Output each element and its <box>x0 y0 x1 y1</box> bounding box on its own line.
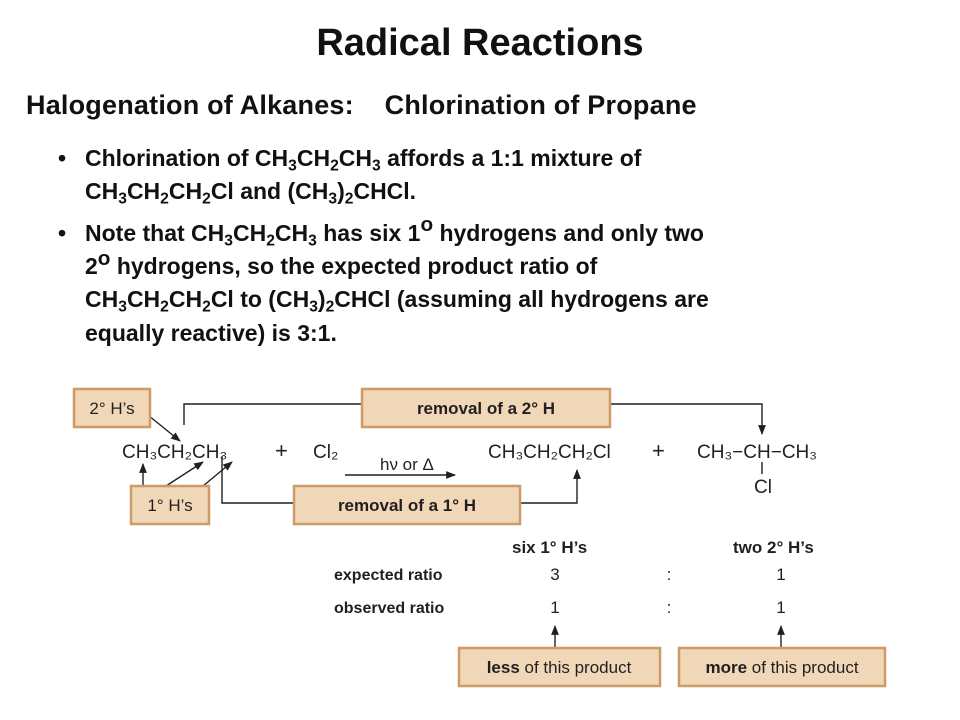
box-removal-1 <box>292 484 522 526</box>
connector-lines <box>137 403 785 648</box>
bullet-item-2: • Note that CH3CH2CH3 has six 1o hydroge… <box>58 213 878 350</box>
chlorine-formula: Cl₂ <box>313 442 338 463</box>
box-less-product-label: less of this product <box>487 658 632 677</box>
observed-primary-value: 1 <box>550 598 559 617</box>
bullet-item-1: • Chlorination of CH3CH2CH3 affords a 1:… <box>58 142 878 209</box>
box-removal-2-label: removal of a 2° H <box>417 399 555 418</box>
reactant-formula: CH₃CH₂CH₃ <box>122 442 227 463</box>
box-1-h <box>129 484 211 526</box>
bullet-marker: • <box>58 145 67 171</box>
box-removal-2 <box>360 387 612 429</box>
box-2-h <box>72 387 152 429</box>
expected-primary-value: 3 <box>550 565 559 584</box>
box-less-product <box>457 646 662 688</box>
observed-colon: : <box>667 598 672 617</box>
slide-subtitle: Halogenation of Alkanes: Chlorination of… <box>26 90 697 120</box>
bullet-1-line-2: CH3CH2CH2Cl and (CH3)2CHCl. <box>85 178 417 208</box>
reaction-conditions: hν or Δ <box>380 455 434 474</box>
product-2-chlorine: Cl <box>754 477 772 498</box>
bullet-2-line-3: CH3CH2CH2Cl to (CH3)2CHCl (assuming all … <box>85 286 709 316</box>
observed-secondary-value: 1 <box>776 598 785 617</box>
expected-secondary-value: 1 <box>776 565 785 584</box>
bullet-marker: • <box>58 219 67 246</box>
box-more-product-label: more of this product <box>705 658 858 677</box>
box-removal-1-label: removal of a 1° H <box>338 496 476 515</box>
plus-sign-2: + <box>652 438 665 463</box>
bullet-2-line-4: equally reactive) is 3:1. <box>85 319 337 346</box>
box-more-product <box>677 646 887 688</box>
expected-colon: : <box>667 565 672 584</box>
box-1-h-label: 1° H’s <box>147 496 192 515</box>
column-header-secondary: two 2° H’s <box>733 538 814 557</box>
plus-sign-1: + <box>275 438 288 463</box>
column-header-primary: six 1° H’s <box>512 538 587 557</box>
row-label-observed: observed ratio <box>334 600 444 617</box>
slide-title: Radical Reactions <box>316 22 644 64</box>
box-2-h-label: 2° H’s <box>89 399 134 418</box>
bullet-2-line-2: 2o hydrogens, so the expected product ra… <box>85 246 598 280</box>
product-1-formula: CH₃CH₂CH₂Cl <box>488 442 611 463</box>
bullet-1-line-1: Chlorination of CH3CH2CH3 affords a 1:1 … <box>85 145 642 175</box>
bullet-list: • Chlorination of CH3CH2CH3 affords a 1:… <box>58 142 878 358</box>
row-label-expected: expected ratio <box>334 567 443 584</box>
bullet-2-line-1: Note that CH3CH2CH3 has six 1o hydrogens… <box>85 213 704 250</box>
product-2-formula: CH₃−CH−CH₃ <box>697 442 817 463</box>
